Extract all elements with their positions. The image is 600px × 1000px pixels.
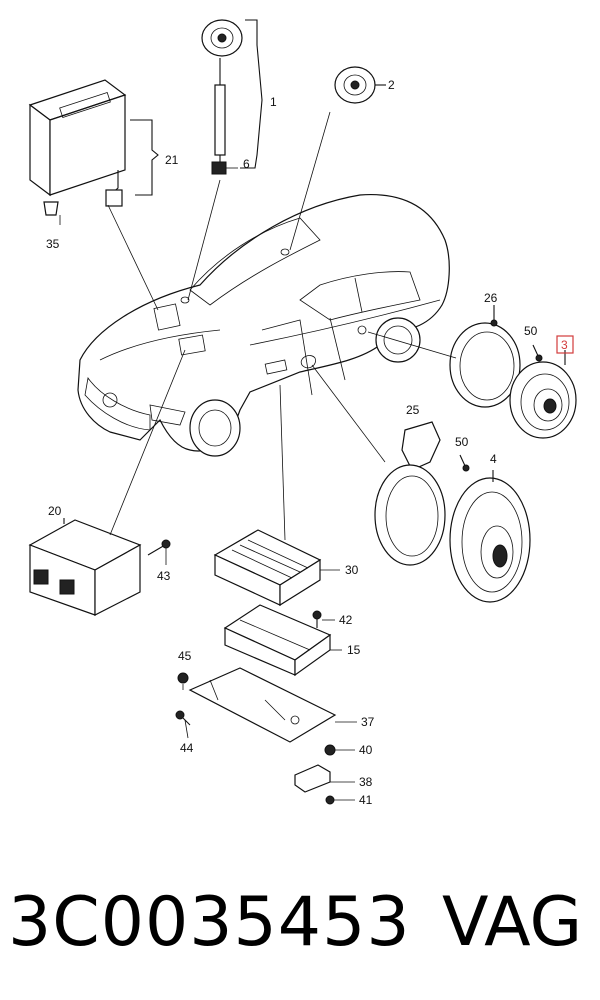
part-50-screw-upper xyxy=(532,344,543,362)
part-26-speaker-ring xyxy=(449,305,521,408)
part-50-screw-lower xyxy=(459,454,470,472)
part-1-tweeter-assembly xyxy=(201,19,263,175)
caption-bar: 3C0035453 VAG xyxy=(0,868,600,978)
callout-4: 4 xyxy=(490,452,497,466)
callout-15: 15 xyxy=(347,643,361,657)
part-30-cover xyxy=(213,529,322,607)
car-illustration xyxy=(77,193,450,457)
callout-21: 21 xyxy=(165,153,179,167)
callout-50-upper: 50 xyxy=(524,324,538,338)
callout-labels: 1 2 3 4 6 15 20 21 25 26 30 35 37 38 40 … xyxy=(46,78,574,807)
callout-3: 3 xyxy=(561,338,568,352)
part-38-small-bracket xyxy=(294,764,335,805)
callout-44: 44 xyxy=(180,741,194,755)
part-4-woofer xyxy=(449,470,531,603)
callout-1: 1 xyxy=(270,95,277,109)
callout-42: 42 xyxy=(339,613,353,627)
part-43-screw xyxy=(147,539,171,556)
part-3-speaker xyxy=(509,350,577,439)
callout-25: 25 xyxy=(406,403,420,417)
callout-50-lower: 50 xyxy=(455,435,469,449)
callout-43: 43 xyxy=(157,569,171,583)
callout-37: 37 xyxy=(361,715,375,729)
part-25-speaker-frame xyxy=(374,421,446,566)
callout-2: 2 xyxy=(388,78,395,92)
brand-name: VAG xyxy=(442,883,583,962)
callout-35: 35 xyxy=(46,237,60,251)
callout-26: 26 xyxy=(484,291,498,305)
part-2-tweeter xyxy=(334,66,386,104)
callout-45: 45 xyxy=(178,649,192,663)
part-15-module xyxy=(223,604,332,677)
callout-20: 20 xyxy=(48,504,62,518)
callout-6: 6 xyxy=(243,157,250,171)
part-44-45-fasteners xyxy=(175,672,336,756)
callout-30: 30 xyxy=(345,563,359,577)
part-37-bracket xyxy=(188,667,337,743)
callout-40: 40 xyxy=(359,743,373,757)
part-21-control-unit xyxy=(28,79,159,216)
callout-41: 41 xyxy=(359,793,373,807)
leader-lines xyxy=(59,111,457,801)
parts-diagram: 1 2 3 4 6 15 20 21 25 26 30 35 37 38 40 … xyxy=(28,19,577,807)
part-42-screw xyxy=(312,610,322,628)
part-number: 3C0035453 xyxy=(8,883,411,962)
callout-38: 38 xyxy=(359,775,373,789)
part-20-amplifier xyxy=(28,518,142,616)
highlight-box-callout-3 xyxy=(556,335,574,354)
